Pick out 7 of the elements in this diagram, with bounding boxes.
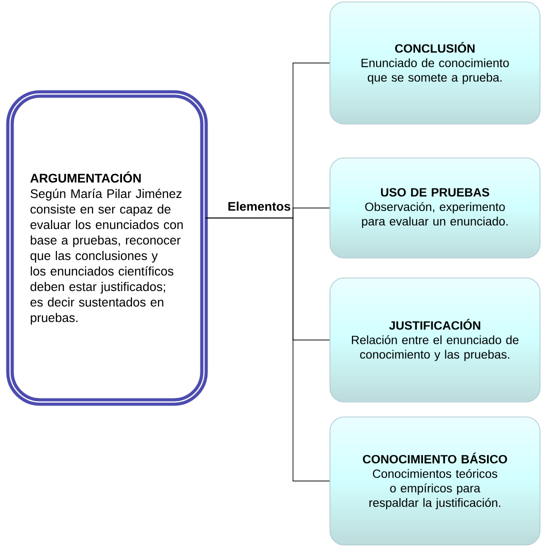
connector-line <box>205 218 330 482</box>
concept-box: ARGUMENTACIÓN Según María Pilar Jiménez consiste en ser capaz de evaluar los enunciados con base a pruebas, reconocer que las conclusiones y los enunciados científicos deben estar justificados; es decir sustentados en pruebas. <box>6 90 208 406</box>
element-box: JUSTIFICACIÓN Relación entre el enunciado de conocimiento y las pruebas. <box>330 278 540 402</box>
element-box: CONOCIMIENTO BÁSICO Conocimientos teóricos o empíricos para respaldar la justificación. <box>330 416 540 546</box>
branch-label: Elementos <box>228 202 290 211</box>
element-box: CONCLUSIÓN Enunciado de conocimiento que se somete a prueba. <box>330 2 540 124</box>
element-box: USO DE PRUEBAS Observación, experimento para evaluar un enunciado. <box>330 158 540 258</box>
